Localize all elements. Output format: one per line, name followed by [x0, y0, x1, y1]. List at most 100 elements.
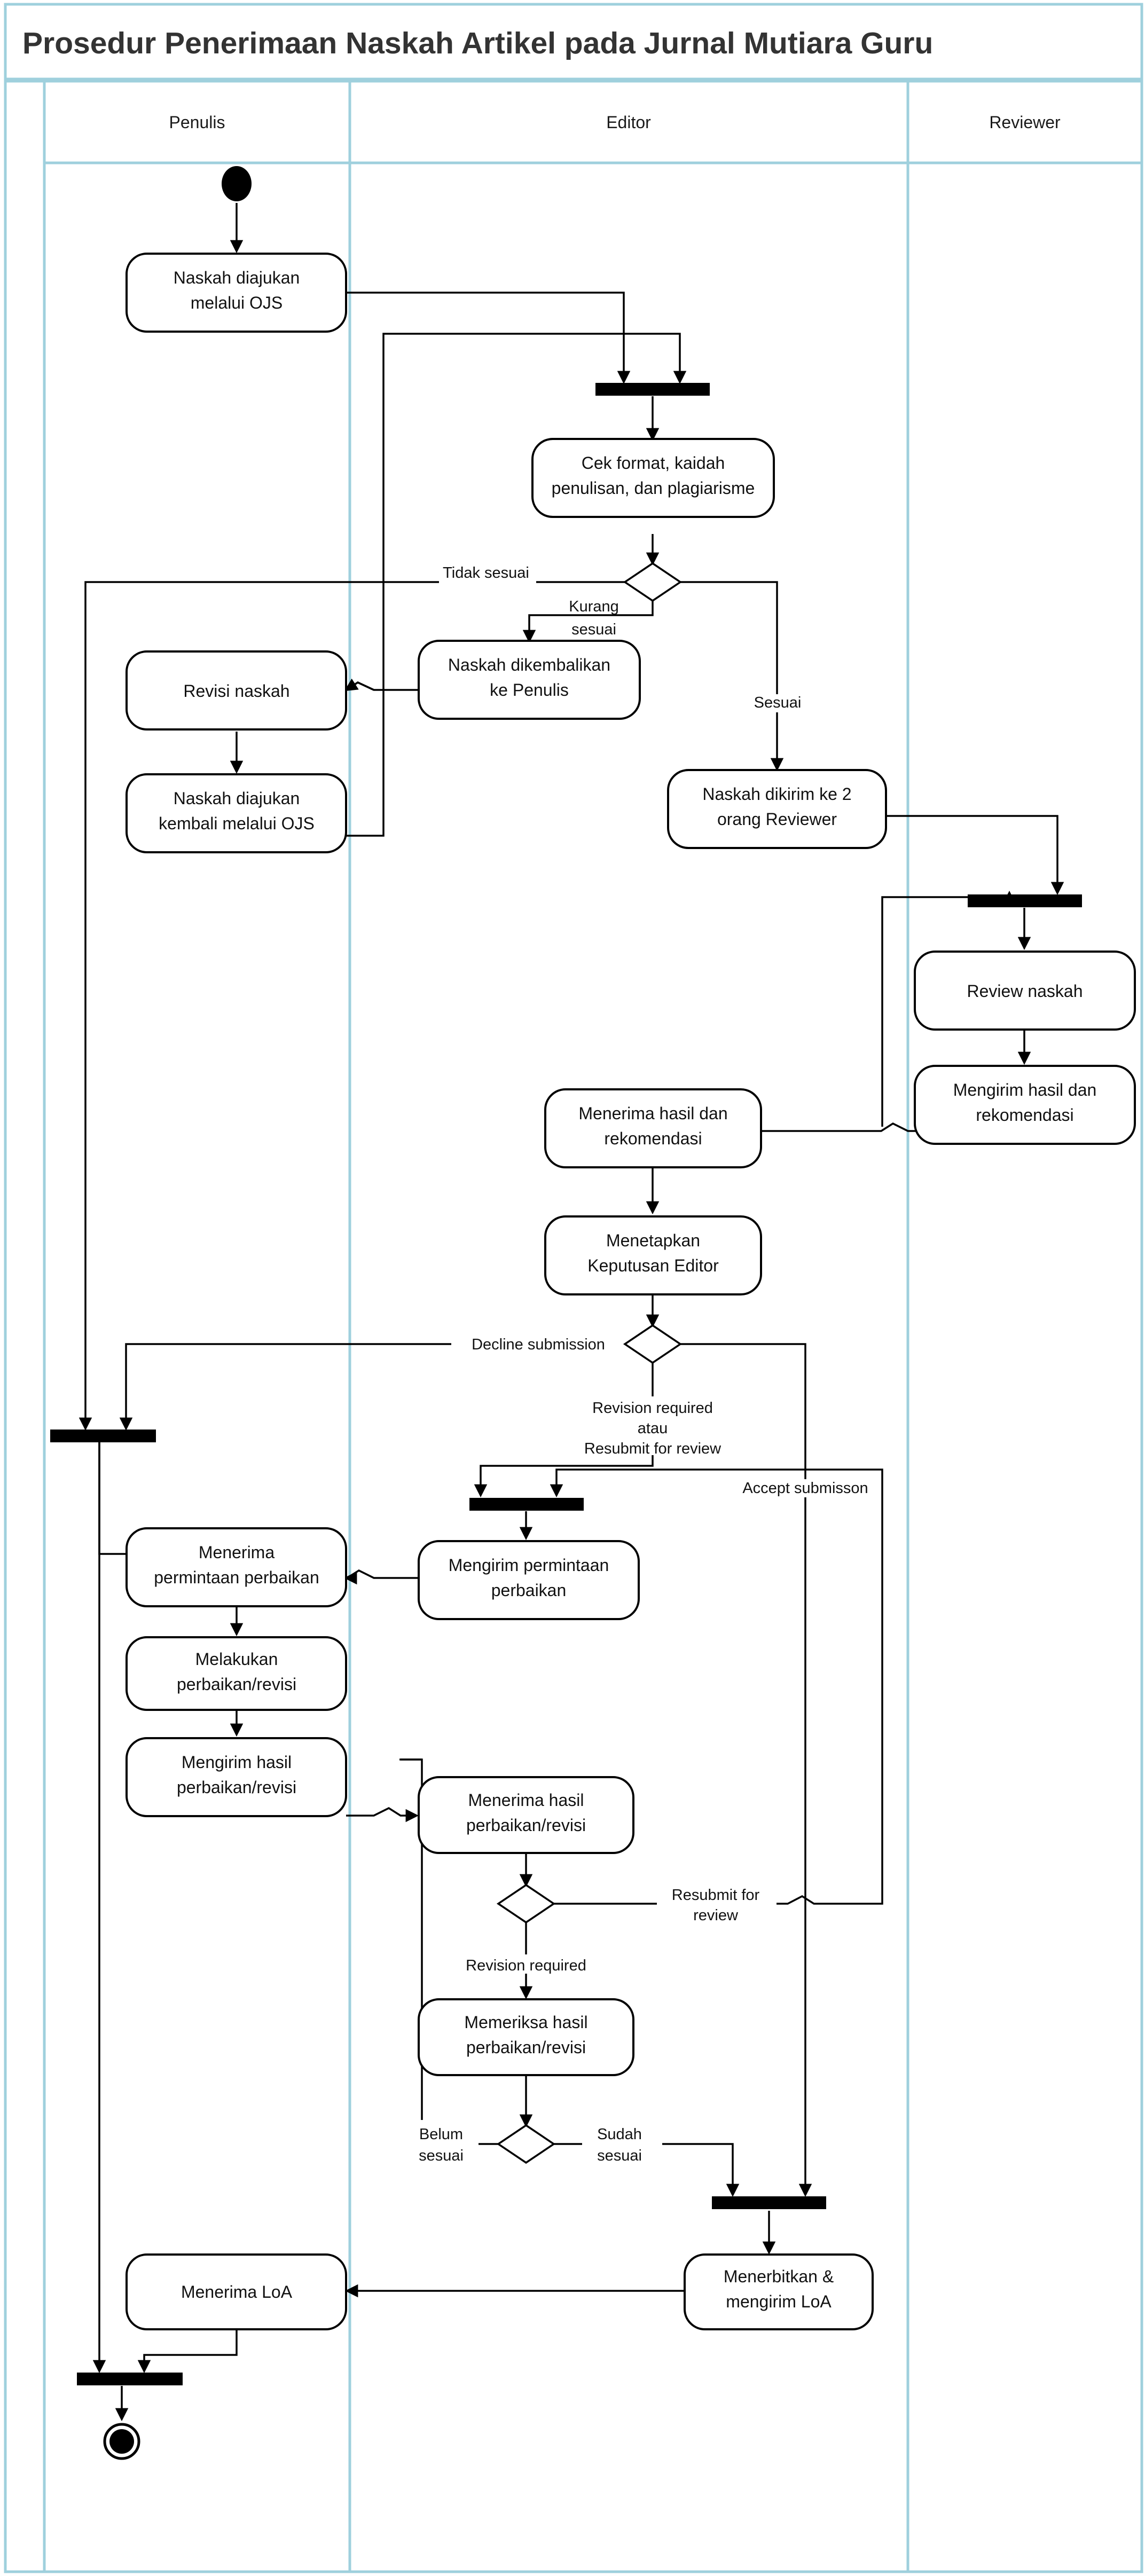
- activity-mengirim-permintaan-perbaikan[interactable]: Mengirim permintaan perbaikan: [418, 1540, 640, 1620]
- activity-menetapkan-keputusan-shape: [544, 1215, 762, 1295]
- activity-menerima-permintaan-perbaikan-shape: [126, 1527, 347, 1607]
- edge-label-sesuai-2: sesuai: [571, 621, 616, 638]
- decision-editor-keputusan: [623, 1324, 683, 1364]
- edge-label-resubmit-for-review: Resubmit for review: [584, 1440, 721, 1457]
- start-node: [222, 166, 252, 201]
- decision-format-check: [623, 562, 683, 602]
- activity-menerima-permintaan-perbaikan[interactable]: Menerima permintaan perbaikan: [126, 1527, 347, 1607]
- activity-naskah-diajukan-kembali-shape: [126, 773, 347, 853]
- page-title: Prosedur Penerimaan Naskah Artikel pada …: [22, 26, 933, 60]
- activity-mengirim-hasil-rekomendasi-line1: Mengirim hasil dan: [953, 1080, 1097, 1099]
- activity-mengirim-permintaan-perbaikan-line2: perbaikan: [491, 1581, 567, 1600]
- lane-label-editor: Editor: [606, 113, 651, 132]
- activity-melakukan-perbaikan-line2: perbaikan/revisi: [177, 1675, 296, 1694]
- join-bar-4: [469, 1498, 584, 1511]
- activity-menerima-hasil-perbaikan-shape: [418, 1776, 634, 1854]
- activity-revisi-naskah-line1: Revisi naskah: [183, 681, 289, 701]
- activity-mengirim-hasil-rekomendasi[interactable]: Mengirim hasil dan rekomendasi: [914, 1065, 1136, 1145]
- edge-label-decline-bg: [451, 1331, 628, 1350]
- edge-label-revision-bg: [580, 1396, 726, 1455]
- edge-mengirim-hasil-revisi-to-menerima-hasil-revisi: [346, 1807, 419, 1823]
- activity-memeriksa-hasil-perbaikan[interactable]: Memeriksa hasil perbaikan/revisi: [418, 1998, 634, 2076]
- activity-memeriksa-hasil-perbaikan-line2: perbaikan/revisi: [466, 2038, 586, 2057]
- edge-menerima-loa-to-join6: [137, 2328, 238, 2374]
- activity-menerbitkan-loa[interactable]: Menerbitkan & mengirim LoA: [684, 2253, 874, 2330]
- edge-join3-down: [98, 1442, 126, 1555]
- activity-revisi-naskah[interactable]: Revisi naskah: [126, 650, 347, 731]
- activity-mengirim-hasil-rekomendasi-line2: rekomendasi: [976, 1105, 1073, 1125]
- activity-menerima-hasil-rekomendasi[interactable]: Menerima hasil dan rekomendasi: [544, 1088, 762, 1168]
- activity-memeriksa-hasil-perbaikan-line1: Memeriksa hasil: [464, 2013, 587, 2032]
- edge-label-accept-submission: Accept submisson: [742, 1480, 868, 1497]
- activity-mengirim-permintaan-perbaikan-shape: [418, 1540, 640, 1620]
- activity-menetapkan-keputusan-line2: Keputusan Editor: [587, 1256, 719, 1275]
- activity-cek-format-line1: Cek format, kaidah: [582, 453, 725, 473]
- edge-label-accept-bg: [733, 1479, 888, 1497]
- edge-dikirim-reviewer-to-join2: [886, 815, 1064, 896]
- activity-naskah-diajukan-kembali[interactable]: Naskah diajukan kembali melalui OJS: [126, 773, 347, 853]
- decision-belum-sudah-sesuai: [496, 2124, 556, 2164]
- activity-naskah-dikembalikan[interactable]: Naskah dikembalikan ke Penulis: [418, 640, 641, 720]
- activity-cek-format-line2: penulisan, dan plagiarisme: [552, 478, 755, 498]
- end-node-core: [109, 2429, 134, 2454]
- join-bar-2: [968, 894, 1082, 907]
- activity-menerima-hasil-perbaikan-line1: Menerima hasil: [468, 1790, 584, 1810]
- activity-naskah-dikirim-reviewer-line2: orang Reviewer: [717, 810, 837, 829]
- edge-label-belum: Belum: [419, 2126, 463, 2143]
- activity-melakukan-perbaikan-line1: Melakukan: [195, 1650, 278, 1669]
- edge-label-revision-required-3: Revision required: [466, 1957, 586, 1974]
- activity-menetapkan-keputusan[interactable]: Menetapkan Keputusan Editor: [544, 1215, 762, 1295]
- activity-menerima-loa[interactable]: Menerima LoA: [126, 2253, 347, 2330]
- activity-review-naskah[interactable]: Review naskah: [914, 951, 1136, 1031]
- edge-label-belum-sesuai: sesuai: [419, 2147, 464, 2164]
- activity-menerima-hasil-rekomendasi-line2: rekomendasi: [604, 1129, 702, 1148]
- activity-menerima-hasil-perbaikan[interactable]: Menerima hasil perbaikan/revisi: [418, 1776, 634, 1854]
- activity-naskah-dikirim-reviewer[interactable]: Naskah dikirim ke 2 orang Reviewer: [667, 769, 887, 849]
- edge-naskah-diajukan-to-join1: [346, 292, 631, 384]
- activity-naskah-diajukan-kembali-line1: Naskah diajukan: [174, 789, 300, 808]
- activity-mengirim-hasil-perbaikan[interactable]: Mengirim hasil perbaikan/revisi: [126, 1737, 347, 1817]
- lane-label-penulis: Penulis: [169, 113, 225, 132]
- join-bar-5: [712, 2196, 826, 2209]
- activity-review-naskah-shape: [914, 951, 1136, 1031]
- activity-mengirim-hasil-perbaikan-line1: Mengirim hasil: [182, 1753, 292, 1772]
- activity-naskah-diajukan-kembali-line2: kembali melalui OJS: [159, 814, 315, 833]
- lane-label-reviewer: Reviewer: [989, 113, 1061, 132]
- activity-menerima-hasil-rekomendasi-line1: Menerima hasil dan: [578, 1104, 727, 1123]
- edge-label-sesuai: Sesuai: [754, 694, 802, 711]
- activity-naskah-diajukan-line2: melalui OJS: [191, 293, 283, 312]
- activity-menetapkan-keputusan-line1: Menetapkan: [606, 1231, 700, 1250]
- edge-label-sudah: Sudah: [597, 2126, 642, 2143]
- edge-label-resubmit3-bg: [657, 1880, 777, 1928]
- activity-cek-format[interactable]: Cek format, kaidah penulisan, dan plagia…: [531, 438, 775, 518]
- activity-melakukan-perbaikan[interactable]: Melakukan perbaikan/revisi: [126, 1636, 347, 1711]
- activity-mengirim-hasil-rekomendasi-shape: [914, 1065, 1136, 1145]
- edge-decision2-decline: [119, 1343, 626, 1431]
- activity-menerima-loa-shape: [126, 2253, 347, 2330]
- activity-mengirim-hasil-perbaikan-shape: [126, 1737, 347, 1817]
- edge-label-resubmit-for: Resubmit for: [672, 1887, 760, 1904]
- activity-cek-format-shape: [531, 438, 775, 518]
- title-bar: [4, 3, 1143, 81]
- activity-menerima-permintaan-perbaikan-line2: permintaan perbaikan: [154, 1568, 319, 1587]
- activity-menerima-permintaan-perbaikan-line1: Menerima: [199, 1543, 275, 1562]
- edge-label-belum-bg: [404, 2120, 479, 2168]
- edge-label-kurang: Kurang: [569, 598, 619, 615]
- activity-naskah-diajukan-line1: Naskah diajukan: [174, 268, 300, 287]
- edge-label-tidak-sesuai-bg: [439, 568, 536, 586]
- edge-decision3-resubmit-for-review: [550, 1468, 883, 1905]
- activity-naskah-dikirim-reviewer-shape: [667, 769, 887, 849]
- activity-menerbitkan-loa-line2: mengirim LoA: [726, 2292, 832, 2311]
- edge-label-revision3-bg: [454, 1954, 599, 1974]
- join-bar-3: [50, 1430, 156, 1442]
- join-bar-6: [77, 2373, 183, 2385]
- activity-naskah-diajukan[interactable]: Naskah diajukan melalui OJS: [126, 253, 347, 333]
- activity-menerbitkan-loa-shape: [684, 2253, 874, 2330]
- activity-menerbitkan-loa-line1: Menerbitkan &: [724, 2267, 834, 2286]
- decision-resubmit-or-revision: [496, 1883, 556, 1924]
- activity-menerima-hasil-rekomendasi-shape: [544, 1088, 762, 1168]
- activity-memeriksa-hasil-perbaikan-shape: [418, 1998, 634, 2076]
- activity-review-naskah-line1: Review naskah: [967, 981, 1083, 1001]
